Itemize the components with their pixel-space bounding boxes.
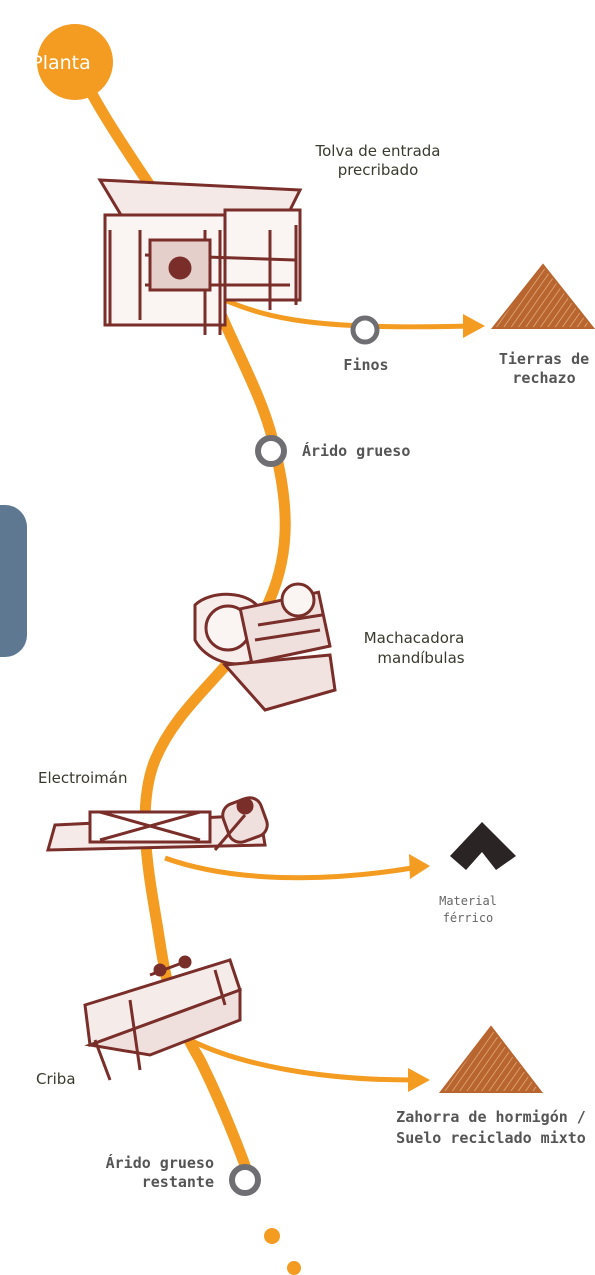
arido-restante-label-line2: restante — [142, 1173, 214, 1191]
tierras-label-line1: Tierras de — [499, 350, 589, 368]
jaw-crusher-icon — [193, 582, 337, 712]
tolva-label-line2: precribado — [338, 161, 419, 179]
machacadora-label-line1: Machacadora — [364, 629, 465, 647]
zahorra-label-line1: Zahorra de hormigón / — [396, 1108, 586, 1126]
hopper-icon — [97, 178, 303, 335]
arido-grueso-ring-icon — [255, 435, 287, 467]
trail-dot — [287, 1261, 301, 1275]
finos-label: Finos — [343, 356, 388, 374]
branch-finos-arrowhead — [463, 314, 485, 338]
trail-dot — [264, 1228, 280, 1244]
ferrico-label-line1: Material — [439, 894, 497, 908]
electromagnet-icon — [46, 796, 269, 852]
branch-finos-line — [218, 295, 471, 330]
ferrico-label-line2: férrico — [443, 911, 494, 925]
aggregate-pile-icon — [438, 1025, 544, 1093]
soil-pile-icon — [490, 263, 595, 329]
branch-ferrico-line — [164, 855, 413, 881]
planta-label: Planta — [31, 52, 91, 74]
side-tab[interactable] — [0, 505, 27, 657]
branch-ferrico-arrowhead — [409, 854, 430, 879]
planta-circle-icon[interactable]: Planta — [31, 24, 113, 100]
screen-sieve-icon — [83, 955, 242, 1081]
machacadora-label-line2: mandíbulas — [377, 649, 464, 667]
finos-ring-icon — [350, 315, 380, 345]
tolva-label-line1: Tolva de entrada — [314, 142, 440, 160]
iron-angle-icon — [450, 822, 516, 870]
arido-grueso-label: Árido grueso — [302, 441, 410, 460]
arido-restante-ring-icon — [229, 1164, 261, 1196]
branch-zahorra-arrowhead — [408, 1068, 430, 1092]
tierras-label-line2: rechazo — [512, 369, 575, 387]
electroiman-label: Electroimán — [38, 769, 128, 787]
criba-label: Criba — [36, 1070, 76, 1088]
arido-restante-label-line1: Árido grueso — [106, 1153, 214, 1172]
branch-zahorra-line — [188, 1037, 413, 1083]
zahorra-label-line2: Suelo reciclado mixto — [396, 1129, 586, 1147]
